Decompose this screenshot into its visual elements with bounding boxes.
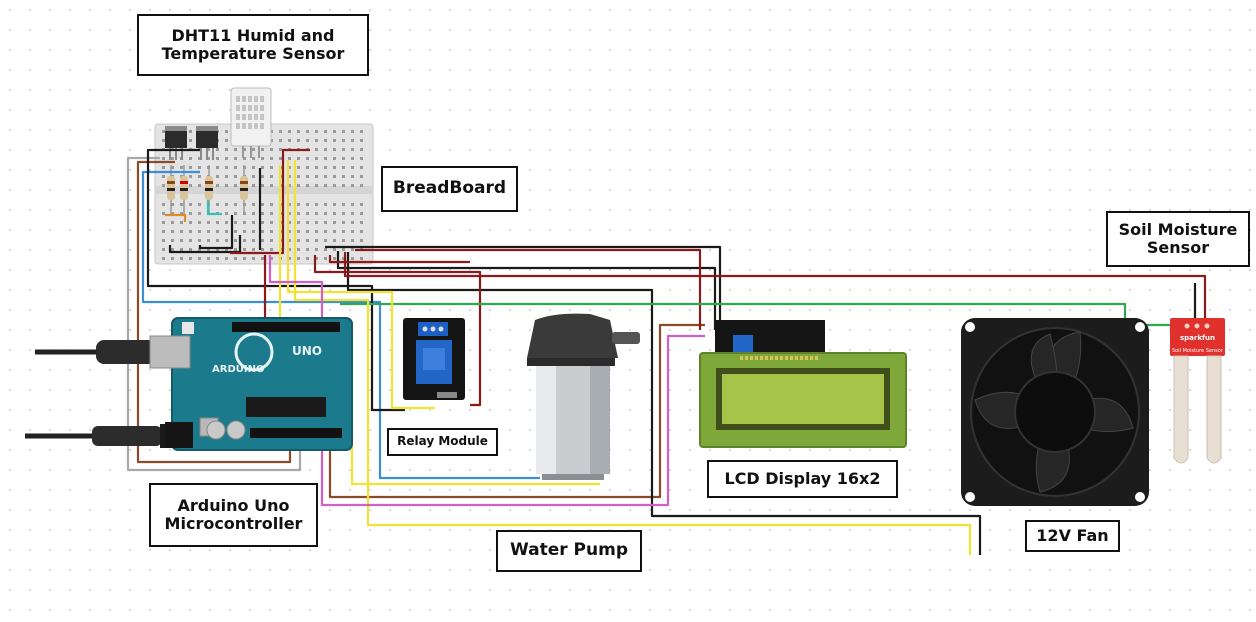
wire-black	[346, 252, 982, 555]
wire-yellow	[286, 160, 435, 410]
resistor	[180, 165, 188, 215]
lcd-display-device	[699, 320, 907, 448]
wire-brown	[136, 160, 292, 464]
wire-black	[336, 251, 717, 330]
soil-caption: Soil Moisture Sensor	[1172, 348, 1224, 354]
arduino-uno-board: ARDUINO UNO	[149, 317, 353, 451]
wire-gray	[126, 156, 302, 472]
wire-red	[313, 255, 482, 407]
sparkfun-word: sparkfun	[1180, 334, 1215, 342]
wire-black	[198, 215, 234, 250]
label-arduino-uno: Arduino Uno Microcontroller	[149, 483, 318, 547]
wire-red	[230, 148, 310, 255]
wire-green	[340, 302, 1192, 327]
label-water-pump: Water Pump	[496, 530, 642, 572]
wire-orange	[165, 213, 187, 222]
wire-black	[168, 235, 242, 254]
relay-module-board	[403, 318, 465, 400]
wire-pink	[268, 255, 705, 507]
soil-moisture-device: sparkfun Soil Moisture Sensor	[1170, 318, 1225, 464]
label-breadboard: BreadBoard	[381, 166, 518, 212]
wire-black	[325, 245, 722, 330]
wire-teal	[206, 200, 222, 216]
label-soil-moisture: Soil Moisture Sensor	[1106, 211, 1250, 267]
wire-red	[343, 252, 1207, 322]
wire-yellow	[293, 160, 972, 555]
resistor	[240, 165, 248, 215]
label-12v-fan: 12V Fan	[1025, 520, 1120, 552]
voltage-regulator	[196, 126, 218, 160]
wires	[126, 148, 1207, 555]
arduino-word: ARDUINO	[212, 364, 264, 375]
power-cable	[25, 424, 178, 448]
dht11-sensor	[230, 87, 272, 158]
wire-red	[328, 255, 470, 264]
fan-device	[961, 318, 1149, 506]
label-lcd-display: LCD Display 16x2	[707, 460, 898, 498]
wire-blue	[141, 170, 540, 480]
water-pump-device	[527, 313, 640, 480]
wire-brown	[328, 323, 705, 499]
label-relay-module: Relay Module	[387, 428, 498, 456]
label-dht11: DHT11 Humid and Temperature Sensor	[137, 14, 369, 76]
uno-word: UNO	[292, 344, 322, 358]
wire-black	[146, 148, 405, 412]
resistor	[167, 165, 175, 215]
